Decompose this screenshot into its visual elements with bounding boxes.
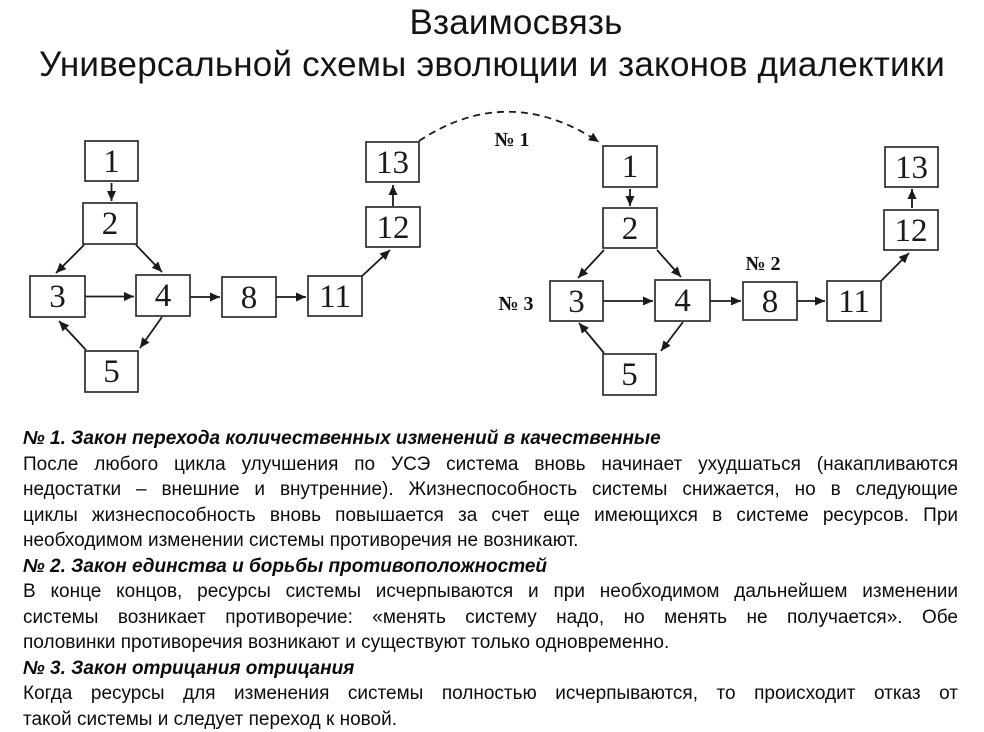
title-line-2: Универсальной схемы эволюции и законов д… [38,45,946,84]
box-number: 11 [838,284,870,320]
right-diagram: № 2 № 3 1 2 3 4 5 [498,145,939,396]
box-rect [884,146,939,188]
left-arrow-2-to-3 [55,244,85,274]
page-title: Взаимосвязь Универсальной схемы эволюции… [0,2,984,86]
law1-transition-arrow [418,110,600,143]
title-line-1: Взаимосвязь [409,3,623,42]
right-arrow-4-to-5 [660,321,684,352]
right-box-13: 13 [884,146,939,188]
left-box-1: 1 [84,140,139,182]
box-number: 1 [103,144,120,180]
left-arrow-11-to-12 [360,249,391,278]
right-box-3: 3 [549,280,604,322]
left-box-5: 5 [84,350,139,393]
law3-line-2: такой системы и следует переход к новой. [23,708,397,730]
box-number: 13 [895,150,928,186]
laws-text-block: № 1. Закон перехода количественных измен… [23,426,958,732]
box-number: 5 [103,354,120,390]
box-number: 11 [319,279,351,315]
box-rect [82,202,138,245]
box-rect [826,280,882,322]
law3-line-1: Когда ресурсы для изменения системы полн… [23,683,958,704]
left-arrow-2-to-4 [135,244,163,273]
box-rect [602,207,658,249]
law2-line-1: В конце концов, ресурсы системы исчерпыв… [23,581,958,602]
box-number: 4 [674,283,691,319]
left-box-11: 11 [307,275,363,317]
box-number: 5 [621,357,638,393]
right-arrow-2-to-4 [656,249,682,278]
box-number: 1 [622,149,639,185]
box-rect [365,141,420,183]
box-number: 12 [377,210,410,246]
box-number: 8 [762,284,779,320]
box-number: 8 [241,280,258,316]
box-number: 13 [376,145,409,181]
left-box-4: 4 [135,274,191,317]
right-arrow-11-to-12 [880,252,910,282]
law2-heading: № 2. Закон единства и борьбы противополо… [23,555,548,577]
law1-line-3: циклы жизнеспособность вновь повышается … [23,504,958,526]
box-rect [742,281,798,321]
law3-heading: № 3. Закон отрицания отрицания [23,657,355,679]
box-rect [365,206,421,248]
left-box-3: 3 [29,275,86,318]
right-box-8: 8 [742,281,798,321]
right-box-2: 2 [602,207,658,249]
left-box-8: 8 [221,276,277,318]
box-rect [29,275,86,318]
box-rect [602,145,658,188]
box-number: 3 [49,279,66,315]
left-box-12: 12 [365,206,421,248]
box-rect [307,275,363,317]
box-rect [221,276,277,318]
right-arrow-2-to-3 [577,249,605,279]
evolution-diagram: 1 2 3 4 5 8 11 [29,110,939,396]
law1-line-4: необходимом изменении системы противореч… [23,530,579,551]
right-box-5: 5 [602,353,657,396]
right-box-4: 4 [654,279,711,322]
box-rect [883,209,939,251]
law2-line-2: системы возникает противоречие: «менять … [23,606,958,628]
left-diagram: 1 2 3 4 5 8 11 [29,140,421,393]
box-rect [84,140,139,182]
law1-label: № 1 [494,129,529,151]
left-box-13: 13 [365,141,420,183]
box-rect [135,274,191,317]
box-rect [549,280,604,322]
box-number: 2 [102,206,119,242]
box-number: 3 [568,284,585,320]
box-number: 12 [895,213,928,249]
law1-line-2: недостатки – внешние и внутренние). Жизн… [23,479,958,500]
box-number: 4 [155,278,172,314]
law3-label: № 3 [498,293,533,315]
left-arrow-4-to-5 [139,316,163,349]
law1-line-1: После любого цикла улучшения по УСЭ сист… [23,453,958,475]
law2-label: № 2 [745,253,780,275]
box-rect [84,350,139,393]
law1-heading: № 1. Закон перехода количественных измен… [23,428,661,449]
left-arrow-5-to-3 [58,320,87,351]
box-number: 2 [622,211,639,247]
right-box-11: 11 [826,280,882,322]
law2-line-3: половинки противоречия возникают и сущес… [23,632,670,653]
box-rect [602,353,657,396]
right-box-1: 1 [602,145,658,188]
left-box-2: 2 [82,202,138,245]
right-arrow-5-to-3 [578,322,605,354]
right-box-12: 12 [883,209,939,251]
box-rect [654,279,711,322]
